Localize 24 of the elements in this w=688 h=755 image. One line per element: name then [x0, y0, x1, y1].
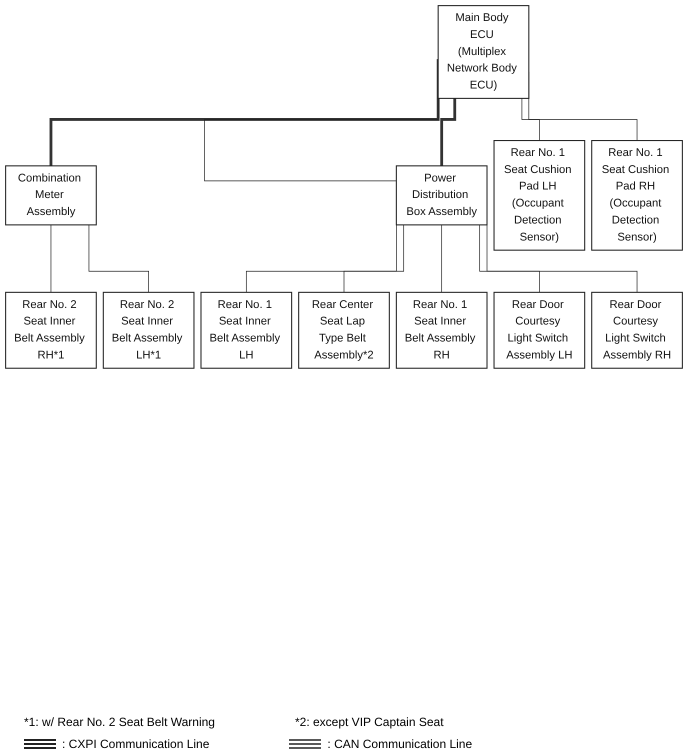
node-box: Rear Center Seat Lap Type Belt Assembly*2	[298, 292, 390, 369]
node-box: Rear No. 1 Seat Inner Belt Assembly LH	[200, 292, 292, 369]
connector	[50, 59, 440, 168]
node-box: Rear No. 1 Seat Cushion Pad LH (Occupant Detection Sensor)	[494, 140, 586, 251]
node-box: Rear No. 2 Seat Inner Belt Assembly LH*1	[102, 292, 194, 369]
connector	[344, 224, 404, 293]
node-box: Main Body ECU (Multiplex Network Body ECU)	[438, 5, 530, 99]
node-box: Rear Door Courtesy Light Switch Assembly LH	[494, 292, 586, 369]
legend-label: : CXPI Communication Line	[62, 737, 210, 751]
connector	[441, 224, 442, 293]
node-box: Power Distribution Box Assembly	[396, 165, 488, 226]
connector	[88, 224, 149, 293]
node-box: Rear Door Courtesy Light Switch Assembly RH	[591, 292, 683, 369]
legend-label: : CAN Communication Line	[327, 737, 472, 751]
node-box: Rear No. 2 Seat Inner Belt Assembly RH*1	[5, 292, 97, 369]
footnote: *1: w/ Rear No. 2 Seat Belt Warning	[24, 715, 215, 729]
connector	[479, 224, 540, 293]
connector	[522, 98, 540, 141]
node-box: Rear No. 1 Seat Cushion Pad RH (Occupant Detection Sensor)	[591, 140, 683, 251]
footnote: *2: except VIP Captain Seat	[294, 715, 444, 729]
connector	[440, 98, 456, 168]
node-box: Combination Meter Assembly	[5, 165, 97, 226]
node-box: Rear No. 1 Seat Inner Belt Assembly RH	[396, 292, 488, 369]
connector	[50, 224, 52, 293]
